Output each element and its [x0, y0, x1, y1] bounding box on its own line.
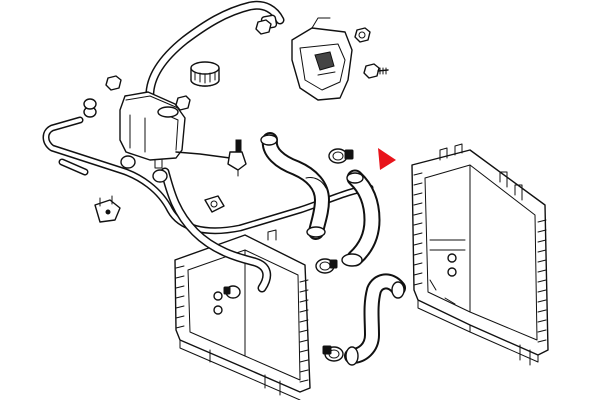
clamp-1 [328, 148, 354, 164]
radiator-right [411, 143, 549, 366]
radiator-left [174, 229, 311, 400]
lower-radiator-hose [344, 273, 406, 366]
mounting-bolts [105, 19, 389, 111]
nut-right-radiator [175, 95, 191, 111]
highlight-marker [378, 148, 396, 170]
tank-cap [190, 61, 220, 87]
nut-top-left [105, 75, 122, 91]
middle-radiator-hose [341, 169, 381, 267]
red-arrow-icon [378, 148, 396, 170]
bolt-right [363, 63, 389, 79]
clamp-5 [83, 98, 97, 118]
overflow-hose [145, 0, 285, 105]
clamp-3 [322, 345, 344, 362]
level-sensor [175, 139, 247, 177]
nut-overflow [255, 19, 272, 35]
fan-shroud-bracket [291, 17, 353, 101]
clamp-4 [223, 285, 241, 299]
clamp-2 [315, 258, 338, 274]
heater-hose [160, 167, 272, 293]
expansion-tank [119, 91, 186, 169]
bolt-top [354, 27, 371, 43]
upper-radiator-hose [260, 132, 330, 240]
bleed-junction [204, 195, 225, 213]
mounting-bracket [94, 195, 121, 223]
hose-clamps [83, 98, 354, 362]
clamp-6 [120, 155, 168, 183]
